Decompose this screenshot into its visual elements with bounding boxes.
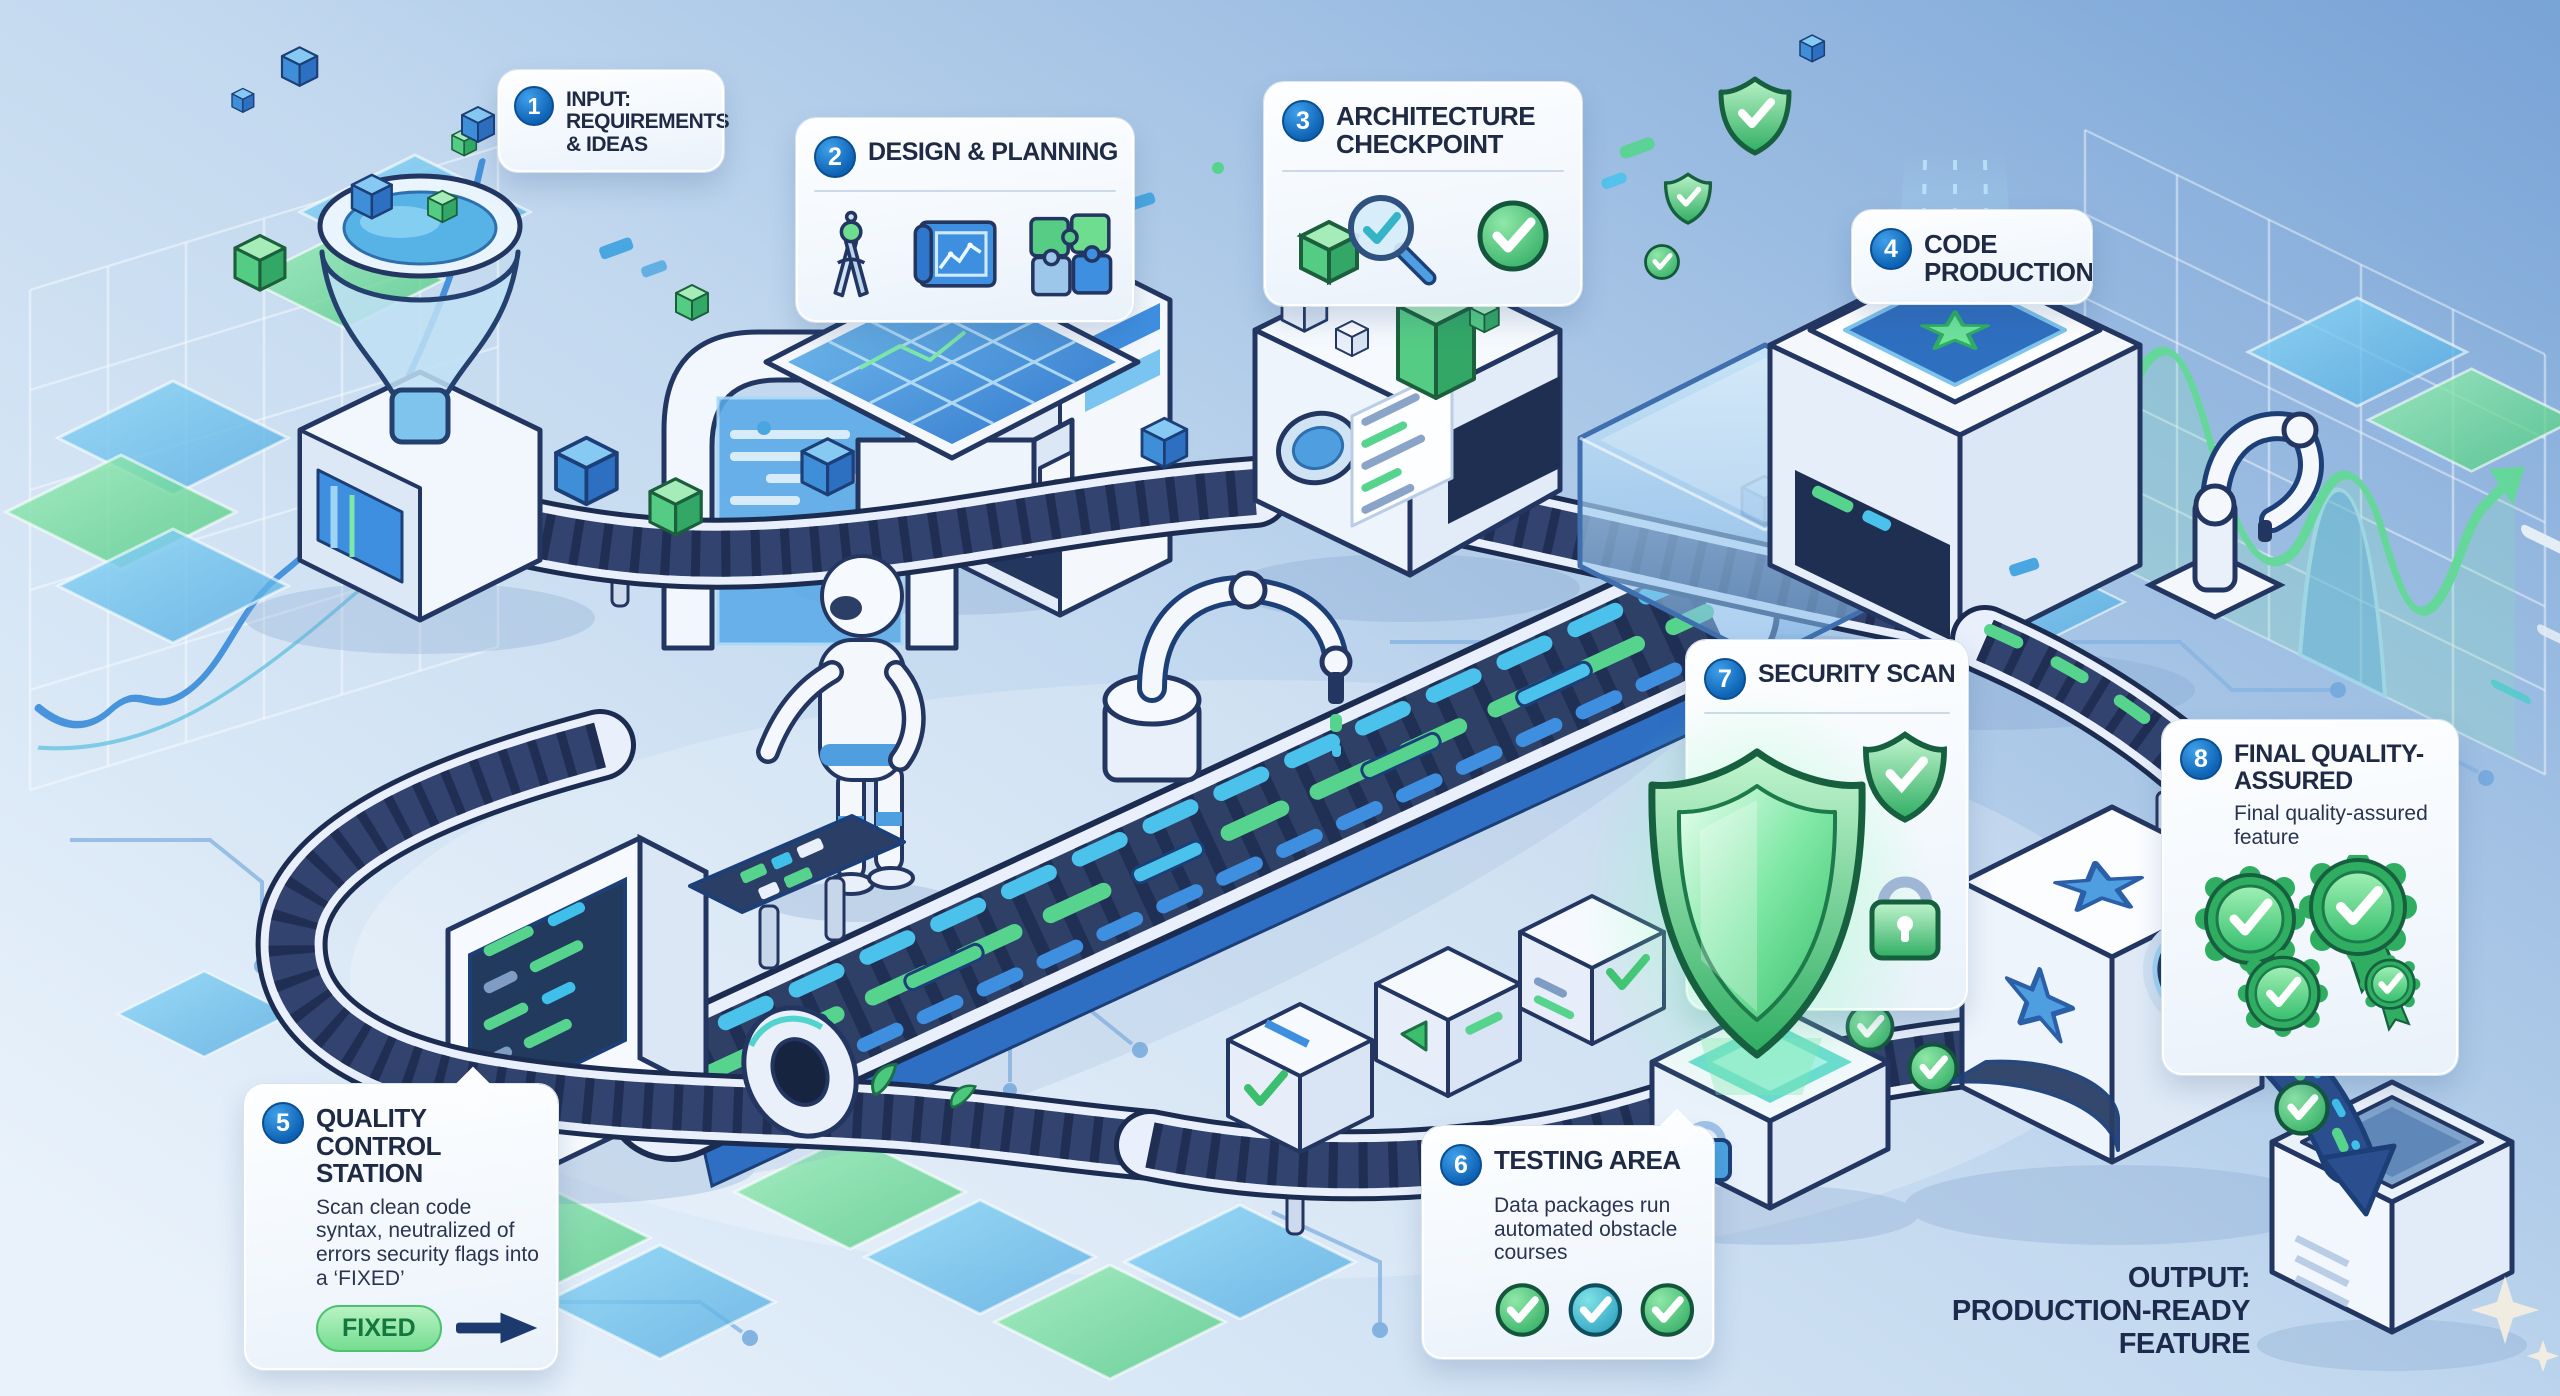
step-title: CODE PRODUCTION — [1924, 229, 2094, 287]
step-title: FINAL QUALITY-ASSURED — [2234, 740, 2424, 795]
output-label: OUTPUT: PRODUCTION-READY FEATURE — [1951, 1262, 2251, 1361]
check-circle-icon — [1495, 1283, 1550, 1337]
console-buttons — [740, 838, 824, 900]
step-number-badge: 5 — [262, 1102, 304, 1144]
compass-icon — [833, 210, 869, 298]
check-circle-icon — [1477, 200, 1549, 272]
blueprint-icon — [913, 220, 997, 288]
magnifier-cube-icon — [1296, 195, 1437, 286]
step-description: Final quality-assured feature — [2234, 802, 2428, 849]
robot-arm-dispenser — [1102, 570, 1353, 783]
step-description: Scan clean code syntax, neutralized of e… — [316, 1195, 539, 1290]
rosette-check-icon — [2195, 866, 2305, 973]
step-description: Data packages run automated obstacle cou… — [1494, 1194, 1678, 1265]
check-circle-icon — [1640, 1283, 1695, 1337]
sparkle — [2471, 1276, 2559, 1372]
step-title: DESIGN & PLANNING — [868, 138, 1118, 166]
step-title: TESTING AREA — [1494, 1145, 1681, 1175]
step-number-badge: 6 — [1440, 1144, 1482, 1186]
step-number-badge: 7 — [1704, 658, 1746, 700]
step-title: INPUT: REQUIREMENTS & IDEAS — [566, 88, 730, 156]
divider — [1282, 170, 1564, 173]
falling-cube — [280, 46, 319, 87]
callout-code-production: 4 CODE PRODUCTION — [1851, 208, 2094, 306]
rosette-check-icons — [2195, 855, 2421, 1038]
fixed-badge: FIXED — [316, 1304, 442, 1352]
divider — [1704, 712, 1950, 714]
step-number-badge: 1 — [514, 86, 554, 126]
callout-security-scan: 7 SECURITY SCAN — [1685, 639, 1969, 1011]
callout-quality-control: 5 QUALITY CONTROL STATION Scan clean cod… — [243, 1066, 559, 1371]
check-circle-icon — [1568, 1283, 1622, 1337]
callout-design-planning: 2 DESIGN & PLANNING — [795, 117, 1135, 323]
step-number-badge: 8 — [2180, 738, 2222, 780]
step-title: QUALITY CONTROL STATION — [316, 1103, 441, 1189]
puzzle-icon — [1029, 213, 1113, 297]
control-console — [688, 814, 906, 970]
divider — [814, 190, 1116, 192]
callout-input: 1 INPUT: REQUIREMENTS & IDEAS — [497, 69, 730, 173]
rosette-check-icon — [2299, 855, 2417, 995]
arrow-right-icon — [455, 1312, 537, 1344]
qc-code-screen — [483, 902, 586, 1067]
funnel-station — [231, 46, 543, 623]
step-title: ARCHITECTURE CHECKPOINT — [1336, 101, 1536, 159]
check-token — [1848, 1005, 1893, 1050]
step-number-badge: 2 — [814, 136, 856, 178]
robot-arm-assembly — [2144, 411, 2324, 620]
rosette-check-icon — [2359, 955, 2421, 1033]
central-code-conveyor — [602, 542, 1780, 1189]
step-title: SECURITY SCAN — [1758, 660, 1956, 688]
background-wave-chart — [2083, 128, 2560, 776]
rosette-check-icon — [2237, 950, 2328, 1038]
step-number-badge: 3 — [1282, 100, 1324, 142]
callout-testing-area: 6 TESTING AREA Data packages run automat… — [1421, 1108, 1715, 1361]
scanner-ring — [741, 1005, 859, 1139]
spec-doc-lines — [1361, 393, 1426, 514]
step-number-badge: 4 — [1870, 228, 1912, 270]
callout-final-quality: 8 FINAL QUALITY-ASSURED Final quality-as… — [2161, 718, 2459, 1077]
callout-architecture-checkpoint: 3 ARCHITECTURE CHECKPOINT — [1263, 80, 1583, 308]
check-token — [1910, 1045, 1957, 1092]
